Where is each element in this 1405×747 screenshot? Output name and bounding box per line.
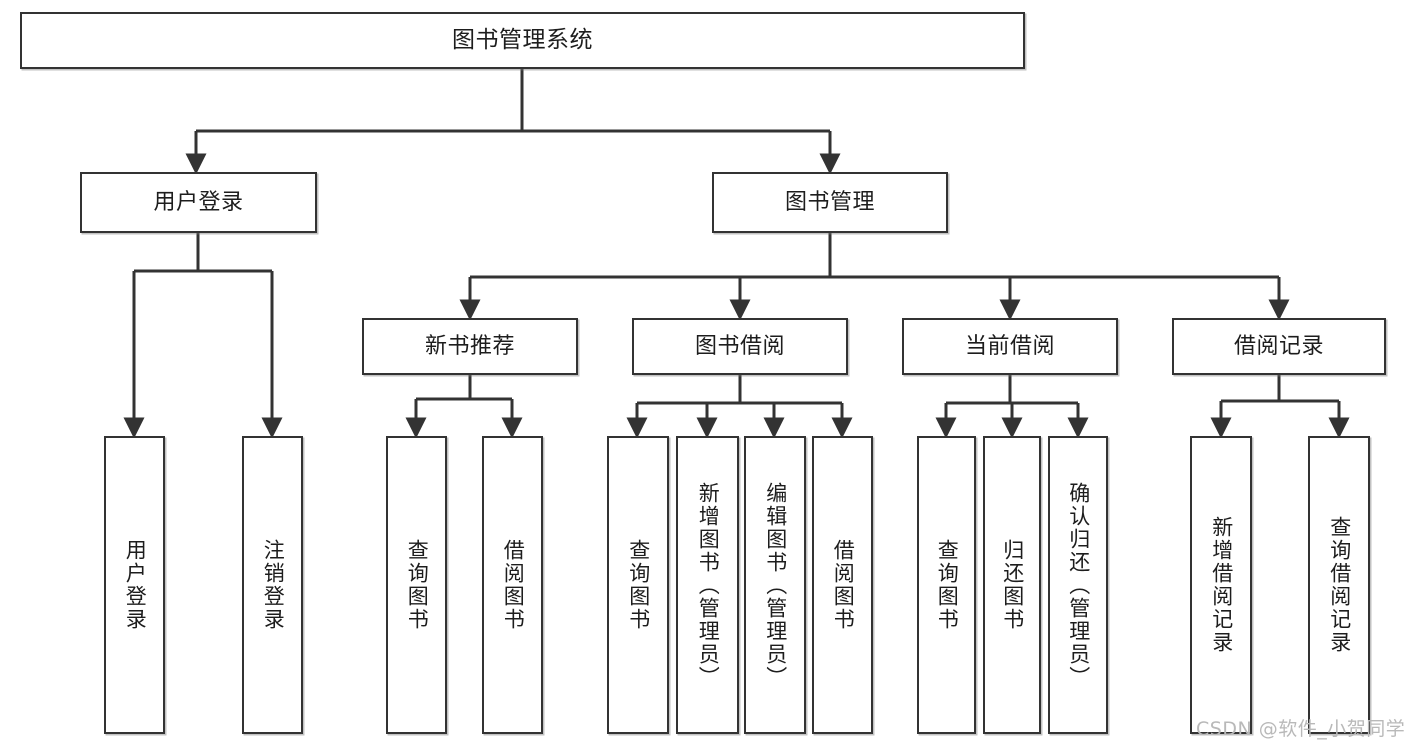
node-leaf-add-book-admin-label: 新增图书（管理员） xyxy=(696,481,721,689)
node-leaf-edit-book-admin[interactable]: 编辑图书（管理员） xyxy=(744,436,806,734)
node-borrow-record-label: 借阅记录 xyxy=(1233,333,1324,359)
node-leaf-borrow-book-2[interactable]: 借阅图书 xyxy=(812,436,873,734)
node-leaf-query-book-3-label: 查询图书 xyxy=(935,539,960,631)
node-leaf-edit-book-admin-label: 编辑图书（管理员） xyxy=(763,481,788,689)
node-leaf-logout-login-label: 注销登录 xyxy=(261,539,286,631)
node-leaf-user-login-label: 用户登录 xyxy=(123,539,148,631)
node-leaf-borrow-book-2-label: 借阅图书 xyxy=(831,539,856,631)
node-user-login-label: 用户登录 xyxy=(153,189,244,215)
node-book-borrow-label: 图书借阅 xyxy=(694,333,785,359)
node-new-book-recommend-label: 新书推荐 xyxy=(424,333,515,359)
node-root-label: 图书管理系统 xyxy=(452,26,593,53)
node-leaf-query-book-1-label: 查询图书 xyxy=(405,539,430,631)
node-leaf-add-borrow-record-label: 新增借阅记录 xyxy=(1209,516,1234,654)
node-leaf-query-book-1[interactable]: 查询图书 xyxy=(386,436,447,734)
node-leaf-return-book[interactable]: 归还图书 xyxy=(983,436,1041,734)
node-book-borrow[interactable]: 图书借阅 xyxy=(632,318,848,375)
watermark-text: CSDN @软件_小贺同学 xyxy=(1196,718,1405,740)
node-leaf-query-book-2-label: 查询图书 xyxy=(626,539,651,631)
node-user-login[interactable]: 用户登录 xyxy=(80,172,317,233)
node-leaf-borrow-book-1-label: 借阅图书 xyxy=(501,539,526,631)
node-leaf-add-borrow-record[interactable]: 新增借阅记录 xyxy=(1190,436,1252,734)
node-current-borrow[interactable]: 当前借阅 xyxy=(902,318,1118,375)
node-book-manage[interactable]: 图书管理 xyxy=(712,172,948,233)
node-leaf-logout-login[interactable]: 注销登录 xyxy=(242,436,303,734)
node-borrow-record[interactable]: 借阅记录 xyxy=(1172,318,1386,375)
node-leaf-query-borrow-record[interactable]: 查询借阅记录 xyxy=(1308,436,1370,734)
node-book-manage-label: 图书管理 xyxy=(784,189,875,215)
node-leaf-query-book-3[interactable]: 查询图书 xyxy=(917,436,976,734)
node-leaf-return-book-label: 归还图书 xyxy=(1000,539,1025,631)
node-leaf-add-book-admin[interactable]: 新增图书（管理员） xyxy=(676,436,739,734)
node-leaf-query-borrow-record-label: 查询借阅记录 xyxy=(1327,516,1352,654)
node-root[interactable]: 图书管理系统 xyxy=(20,12,1025,69)
node-leaf-user-login[interactable]: 用户登录 xyxy=(104,436,165,734)
node-current-borrow-label: 当前借阅 xyxy=(964,333,1055,359)
node-leaf-confirm-return-admin-label: 确认归还（管理员） xyxy=(1066,481,1091,689)
node-leaf-confirm-return-admin[interactable]: 确认归还（管理员） xyxy=(1048,436,1108,734)
node-new-book-recommend[interactable]: 新书推荐 xyxy=(362,318,578,375)
node-leaf-query-book-2[interactable]: 查询图书 xyxy=(607,436,669,734)
node-leaf-borrow-book-1[interactable]: 借阅图书 xyxy=(482,436,543,734)
